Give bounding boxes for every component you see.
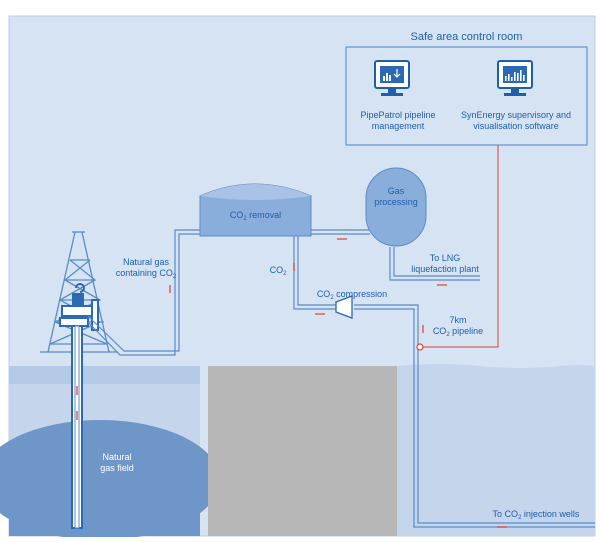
gas-processing-line-2: processing xyxy=(374,197,418,207)
pipepatrol-label-line-1: PipePatrol pipeline xyxy=(360,110,436,120)
natural-gas-label: Natural gas containing CO2 xyxy=(112,257,180,283)
gas-field-label: Natural gas field xyxy=(92,452,142,474)
pipepatrol-label: PipePatrol pipeline management xyxy=(353,110,443,132)
natural-gas-line-1: Natural gas xyxy=(122,257,170,267)
control-room-title: Safe area control room xyxy=(410,31,523,43)
pipeline-label: 7km CO2 pipeline xyxy=(428,315,488,341)
synenergy-label: SynEnergy supervisory and visualisation … xyxy=(456,110,576,132)
synenergy-monitor-icon xyxy=(497,60,533,96)
pipeline-sensor-icon xyxy=(416,343,424,351)
to-lng-line-1: To LNG xyxy=(429,253,461,263)
signal-line xyxy=(420,145,499,348)
pipepatrol-monitor-icon xyxy=(374,60,410,96)
gas-field-base xyxy=(9,500,200,536)
injection-wells-label: To CO2 injection wells xyxy=(492,509,580,521)
flow-arrows xyxy=(169,238,507,528)
grey-block xyxy=(208,366,397,536)
co2-removal-label: CO2 removal xyxy=(229,210,282,222)
to-lng-line-2: liquefaction plant xyxy=(411,264,479,274)
co2-removal-tank xyxy=(199,183,312,237)
gas-processing-label: Gas processing xyxy=(366,186,426,208)
gas-processing-line-1: Gas xyxy=(387,186,405,196)
sea-right xyxy=(397,364,595,536)
co2-compression-label: CO2 compression xyxy=(316,289,388,301)
co2-flow-label: CO2 xyxy=(269,265,287,277)
wellhead xyxy=(59,283,99,529)
gas-processing-vessel xyxy=(365,167,427,247)
natural-gas-line-2: containing CO2 xyxy=(115,268,177,280)
compressor-icon xyxy=(335,295,353,319)
ground-surface xyxy=(9,366,200,384)
pipeline-line-2: CO2 pipeline xyxy=(432,326,484,338)
synenergy-label-line-2: visualisation software xyxy=(473,121,559,131)
pipeline-line-1: 7km xyxy=(449,315,467,325)
to-lng-label: To LNG liquefaction plant xyxy=(405,253,485,275)
pipepatrol-label-line-2: management xyxy=(371,121,425,131)
synenergy-label-line-1: SynEnergy supervisory and xyxy=(460,110,572,120)
gas-field-line-1: Natural xyxy=(102,452,132,462)
gas-field-line-2: gas field xyxy=(100,463,134,473)
